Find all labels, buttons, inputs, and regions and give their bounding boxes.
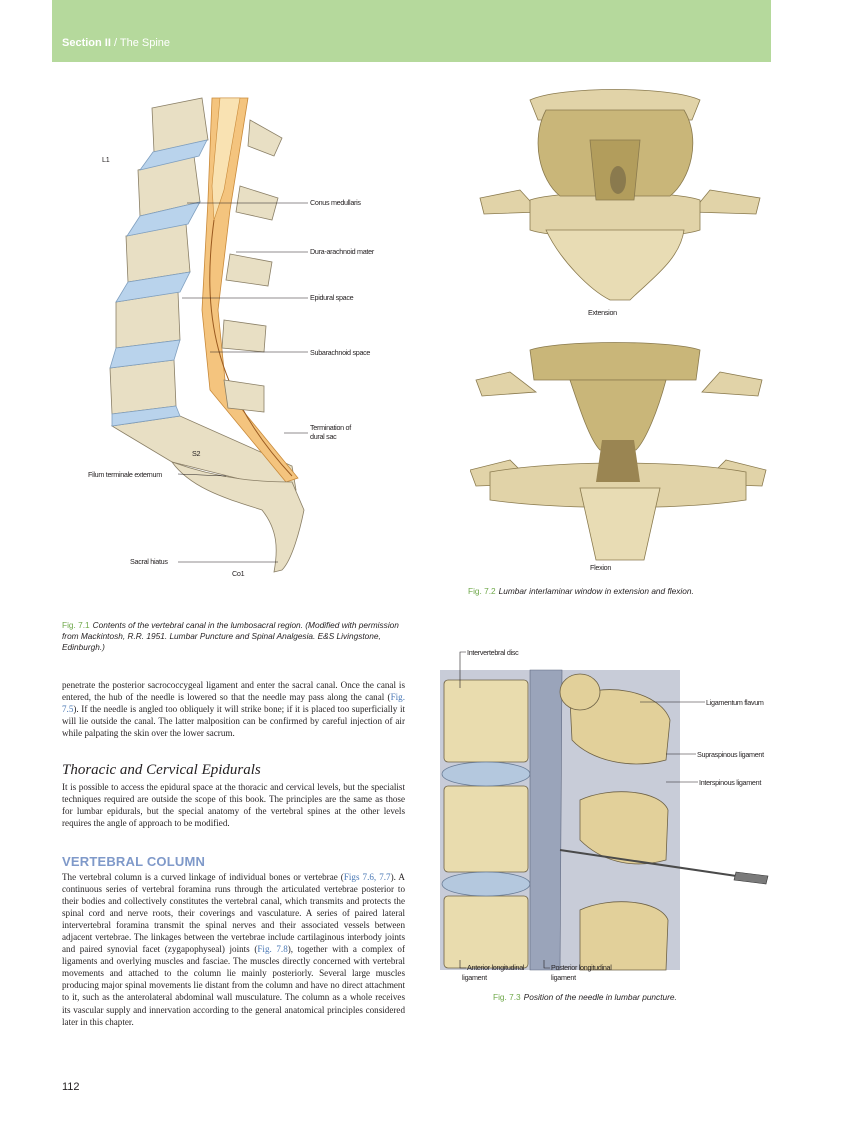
flexion-vertebrae (470, 342, 767, 561)
label-epidural-space: Epidural space (310, 293, 354, 302)
figure-7-1-illustration: L1 Conus medullaris Dura-arachnoid mater… (88, 97, 375, 578)
label-s2: S2 (192, 449, 200, 458)
fig72-caption-text: Lumbar interlaminar window in extension … (498, 586, 694, 596)
ref-fig-7-8[interactable]: Fig. 7.8 (257, 944, 288, 955)
p2-text: It is possible to access the epidural sp… (62, 782, 405, 829)
needle-hub (733, 871, 769, 885)
header-bar: Section II / The Spine (52, 0, 771, 62)
label-intervertebral-disc: Intervertebral disc (467, 648, 519, 657)
heading-vertebral-column: VERTEBRAL COLUMN (62, 854, 206, 869)
extension-vertebrae (479, 89, 761, 301)
fig71-number: Fig. 7.1 (62, 620, 90, 630)
label-supraspinous: Supraspinous ligament (697, 750, 764, 759)
label-anterior-longitudinal-1: Anterior longitudinal (467, 963, 525, 972)
fig73-ligaments (529, 669, 563, 971)
spinous-processes (221, 119, 283, 413)
running-header: Section II / The Spine (62, 37, 170, 49)
p1-text-a: penetrate the posterior sacrococcygeal l… (62, 680, 405, 703)
label-subarachnoid-space: Subarachnoid space (310, 348, 370, 357)
label-interspinous: Interspinous ligament (699, 778, 761, 787)
fig72-number: Fig. 7.2 (468, 586, 496, 596)
filum-terminale (209, 219, 293, 477)
fig71-caption-text: Contents of the vertebral canal in the l… (62, 620, 399, 652)
label-extension: Extension (588, 308, 617, 317)
header-separator: / (110, 37, 120, 49)
paragraph-sacral-canal: penetrate the posterior sacrococcygeal l… (62, 679, 405, 739)
dural-sac (201, 97, 299, 483)
label-posterior-longitudinal-1: Posterior longitudinal (551, 963, 612, 972)
label-flexion: Flexion (590, 563, 611, 572)
p3-text-b: ). A continuous series of vertebral fora… (62, 872, 405, 955)
fig73-vertebral-bodies (443, 679, 529, 969)
paragraph-thoracic-cervical: It is possible to access the epidural sp… (62, 781, 405, 829)
label-l1: L1 (102, 155, 110, 164)
p3-text-a: The vertebral column is a curved linkage… (62, 872, 344, 882)
p3-text-c: ), together with a complex of ligaments … (62, 944, 406, 1027)
label-sacral-hiatus: Sacral hiatus (130, 557, 168, 566)
ref-fig-7-5[interactable]: Fig. 7.5 (62, 692, 405, 715)
fig73-leader-lines (459, 651, 705, 969)
flexion-window (596, 440, 640, 482)
fig71-leader-lines (177, 202, 308, 563)
section-label: Section II (62, 37, 111, 49)
figure-7-3-illustration: Intervertebral disc Ligamentum flavum Su… (440, 648, 769, 982)
label-ligamentum-flavum: Ligamentum flavum (706, 698, 764, 707)
fig73-caption-text: Position of the needle in lumbar punctur… (523, 992, 677, 1002)
fig73-spinous-processes (559, 673, 671, 971)
label-termination-1: Termination of (310, 423, 351, 432)
fig73-discs (441, 761, 531, 897)
p1-text-b: ). If the needle is angled too obliquely… (62, 704, 405, 739)
label-posterior-longitudinal-2: ligament (551, 973, 576, 982)
page-number: 112 (62, 1081, 80, 1093)
chapter-title: The Spine (119, 37, 171, 49)
heading-thoracic-cervical: Thoracic and Cervical Epidurals (62, 762, 261, 778)
paragraph-vertebral-column: The vertebral column is a curved linkage… (62, 871, 405, 1028)
ref-figs-7-6-7-7[interactable]: Figs 7.6, 7.7 (343, 872, 391, 882)
label-termination-2: dural sac (310, 432, 337, 441)
spinal-cord (211, 97, 241, 221)
extension-window (610, 166, 626, 194)
label-filum-terminale: Filum terminale externum (88, 470, 162, 479)
label-dura-arachnoid: Dura-arachnoid mater (310, 247, 375, 256)
sacrum (170, 461, 305, 573)
figure-7-2-illustration: Extension Flexion (470, 89, 767, 572)
intervertebral-discs (109, 139, 208, 427)
label-co1: Co1 (232, 569, 245, 578)
spinal-needle (559, 849, 751, 879)
label-anterior-longitudinal-2: ligament (462, 973, 487, 982)
fig73-number: Fig. 7.3 (493, 992, 521, 1002)
label-conus-medullaris: Conus medullaris (310, 198, 361, 207)
